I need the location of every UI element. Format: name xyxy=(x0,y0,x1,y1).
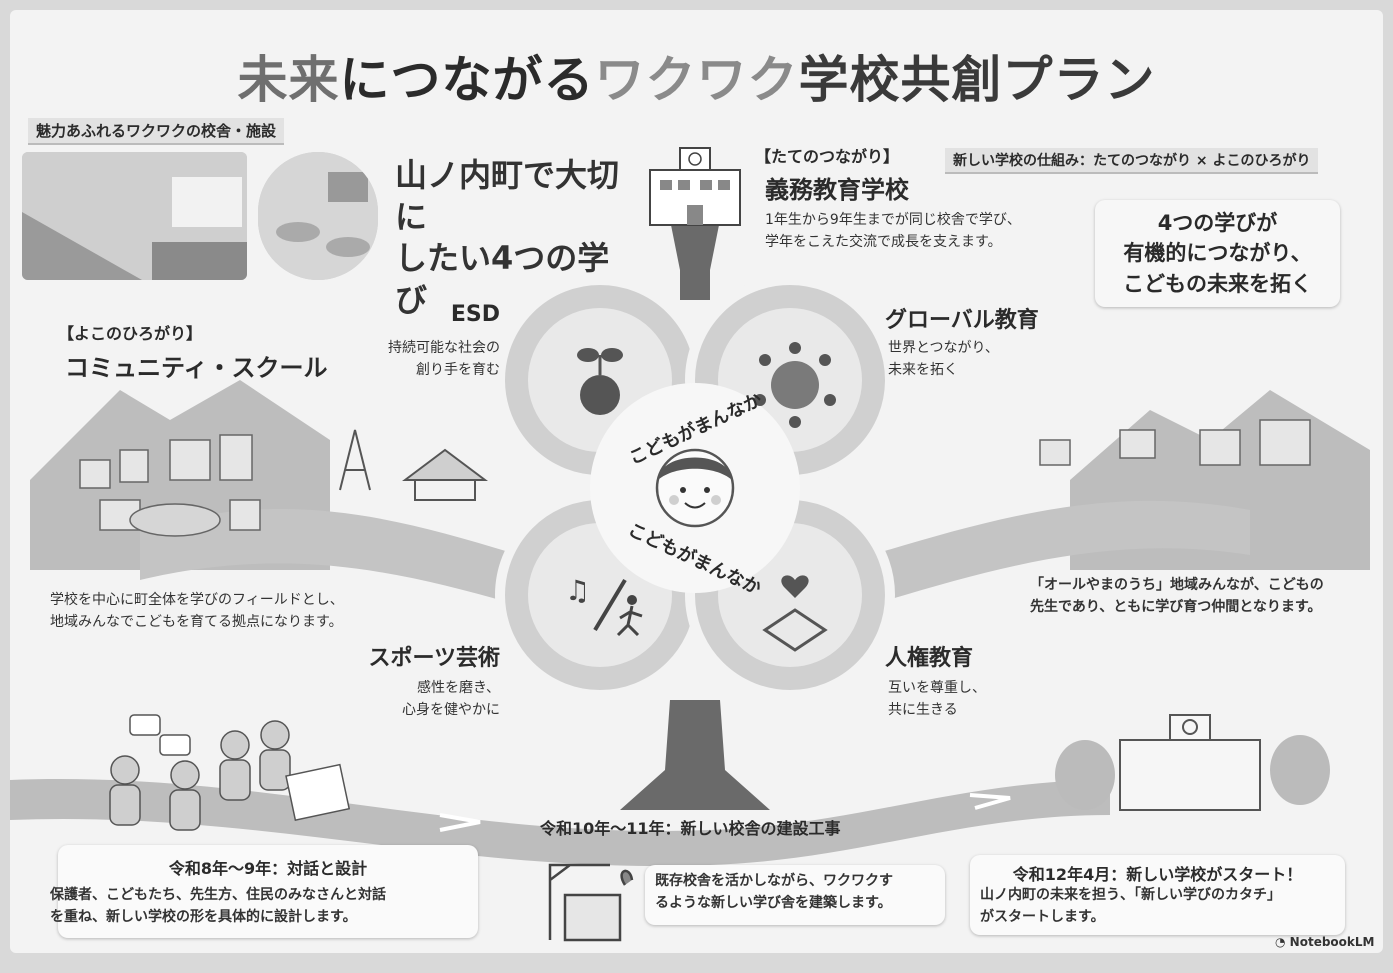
school-building-icon xyxy=(649,147,741,226)
brand-mark: ◔ NotebookLM xyxy=(1275,935,1374,949)
sports-desc: 感性を磨き、 心身を健やかに xyxy=(402,680,500,718)
title-part-4: 学校共創プラン xyxy=(798,51,1156,109)
right-village xyxy=(1039,419,1311,466)
phase3-title: 令和12年4月：新しい学校がスタート！ xyxy=(1012,865,1303,884)
auditorium-illustration xyxy=(22,152,247,280)
facility-photo-auditorium xyxy=(22,152,247,280)
community-desc: 「オールやまのうち」地域みんなが、こどもの 先生であり、ともに学び育つ仲間となり… xyxy=(1030,577,1324,615)
sports-title: スポーツ芸術 xyxy=(368,646,500,671)
child-face-icon xyxy=(655,448,735,528)
world-people-icon xyxy=(754,342,836,428)
system-label: 新しい学校の仕組み：たてのつながり × よこのひろがり xyxy=(945,148,1319,174)
construction-label: 令和10年〜11年：新しい校舎の建設工事 xyxy=(540,819,841,838)
global-desc: 世界とつながり、 未来を拓く xyxy=(888,340,999,378)
brand-logo-icon: ◔ xyxy=(1275,935,1286,949)
phase1-title: 令和8年〜9年：対話と設計 xyxy=(168,859,368,878)
phase1-card: 令和8年〜9年：対話と設計 保護者、こどもたち、先生方、住民のみなさんと対話 を… xyxy=(50,845,478,938)
page-title: 未来につながるワクワク学校共創プラン xyxy=(10,40,1383,112)
music-brush-run-icon: ♫ xyxy=(565,574,643,637)
horizontal-tag: 【よこのひろがり】 xyxy=(58,324,203,343)
right-road xyxy=(820,500,1250,620)
plant-globe-icon xyxy=(577,348,623,415)
crane-icon xyxy=(548,863,634,942)
horizontal-desc: 学校を中心に町全体を学びのフィールドとし、 地域みんなでこどもを育てる拠点になり… xyxy=(50,592,344,630)
classroom-illustration xyxy=(258,152,378,280)
esd-title: ESD xyxy=(450,302,500,327)
tree-trunk-bottom xyxy=(620,700,770,810)
heart-handshake-icon xyxy=(762,575,828,652)
global-title: グローバル教育 xyxy=(885,308,1039,333)
rights-title: 人権教育 xyxy=(885,646,974,671)
svg-text:♫: ♫ xyxy=(565,574,590,607)
timeline-road xyxy=(10,779,1110,867)
vertical-desc: 1年生から9年生までが同じ校舎で学び、 学年をこえた交流で成長を支えます。 xyxy=(765,212,1021,250)
infographic-page: ♫ xyxy=(10,10,1383,953)
new-school-building xyxy=(1055,714,1330,811)
rights-desc: 互いを尊重し、 共に生きる xyxy=(888,680,986,718)
vertical-title: 義務教育学校 xyxy=(765,176,909,204)
phase3-card: 令和12年4月：新しい学校がスタート！ 山ノ内町の未来を担う、「新しい学びのカタ… xyxy=(970,855,1345,935)
phase2-desc: 既存校舎を活かしながら、ワクワクす るような新しい学び舎を建築します。 xyxy=(655,873,893,911)
phase2-card: 既存校舎を活かしながら、ワクワクす るような新しい学び舎を建築します。 xyxy=(645,865,945,925)
title-part-3: ワクワク xyxy=(594,51,799,109)
facility-photo-classroom xyxy=(258,152,378,280)
phase3-desc: 山ノ内町の未来を担う、「新しい学びのカタチ」 がスタートします。 xyxy=(980,887,1281,925)
brand-name: NotebookLM xyxy=(1289,935,1375,949)
facilities-label: 魅力あふれるワクワクの校舎・施設 xyxy=(28,118,285,145)
left-village xyxy=(79,434,261,537)
phase1-desc: 保護者、こどもたち、先生方、住民のみなさんと対話 を重ね、新しい学校の形を具体的… xyxy=(50,887,386,925)
tree-trunk-top xyxy=(670,220,720,300)
arrow-icon xyxy=(439,813,481,832)
title-part-1: 未来 xyxy=(237,51,340,109)
people-dialogue xyxy=(109,714,351,831)
arrow-icon xyxy=(969,793,1011,810)
vertical-tag: 【たてのつながり】 xyxy=(755,147,900,166)
four-learnings-heading: 山ノ内町で大切に したい4つの学び xyxy=(395,156,620,319)
esd-desc: 持続可能な社会の 創り手を育む xyxy=(388,340,500,378)
background-illustration: ♫ xyxy=(10,147,1370,942)
left-road xyxy=(140,509,570,620)
landmarks xyxy=(339,429,488,501)
horizontal-title: コミュニティ・スクール xyxy=(65,354,328,382)
message-box: 4つの学びが 有機的につながり、 こどもの未来を拓く xyxy=(1095,200,1340,308)
title-part-2: につながる xyxy=(339,51,595,109)
